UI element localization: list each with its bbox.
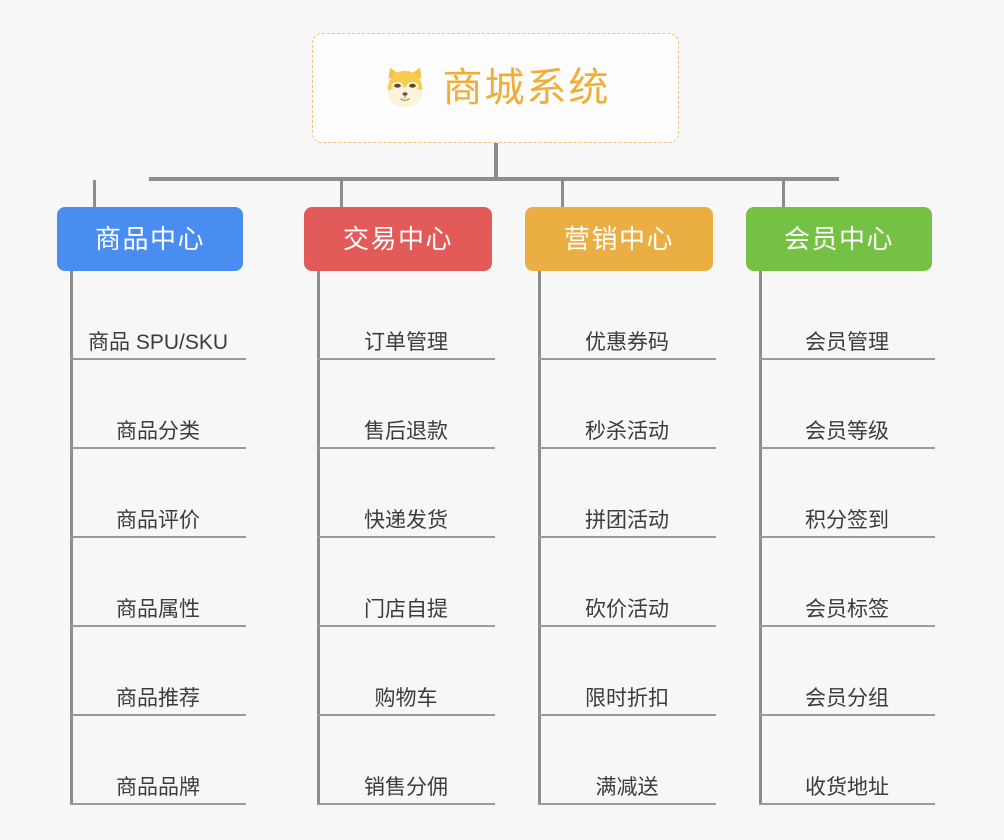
leaf-label: 满减送: [595, 775, 659, 799]
leaf-list-member-center: 会员管理会员等级积分签到会员标签会员分组收货地址: [759, 271, 935, 805]
leaf-label: 商品品牌: [116, 775, 200, 799]
connector-drop-member-center: [782, 180, 785, 207]
connector-spine-member-center: [759, 271, 762, 805]
leaf-item[interactable]: 秒杀活动: [538, 360, 716, 449]
leaf-item[interactable]: 商品推荐: [70, 627, 246, 716]
leaf-item[interactable]: 商品分类: [70, 360, 246, 449]
leaf-label: 会员标签: [805, 597, 889, 621]
connector-spine-product-center: [70, 271, 73, 805]
leaf-item[interactable]: 拼团活动: [538, 449, 716, 538]
leaf-item[interactable]: 订单管理: [317, 271, 495, 360]
category-label-marketing-center: 营销中心: [563, 224, 674, 254]
leaf-label: 订单管理: [364, 330, 448, 354]
leaf-item[interactable]: 优惠券码: [538, 271, 716, 360]
leaf-item[interactable]: 积分签到: [759, 449, 935, 538]
leaf-label: 会员管理: [805, 330, 889, 354]
leaf-label: 限时折扣: [585, 686, 669, 710]
leaf-list-trade-center: 订单管理售后退款快递发货门店自提购物车销售分佣: [317, 271, 495, 805]
category-label-product-center: 商品中心: [94, 224, 205, 254]
connector-root-stem: [494, 143, 498, 180]
leaf-label: 秒杀活动: [585, 419, 669, 443]
leaf-item[interactable]: 销售分佣: [317, 716, 495, 805]
leaf-list-product-center: 商品 SPU/SKU 商品分类商品评价商品属性商品推荐商品品牌: [70, 271, 246, 805]
leaf-item[interactable]: 会员标签: [759, 538, 935, 627]
shiba-dog-icon: [381, 64, 429, 112]
leaf-item[interactable]: 商品评价: [70, 449, 246, 538]
category-box-trade-center[interactable]: 交易中心: [304, 207, 492, 271]
category-label-member-center: 会员中心: [783, 224, 894, 254]
leaf-item[interactable]: 满减送: [538, 716, 716, 805]
leaf-item[interactable]: 商品属性: [70, 538, 246, 627]
leaf-label: 会员等级: [805, 419, 889, 443]
leaf-label: 收货地址: [805, 775, 889, 799]
leaf-label: 门店自提: [364, 597, 448, 621]
category-label-trade-center: 交易中心: [342, 224, 453, 254]
leaf-item[interactable]: 快递发货: [317, 449, 495, 538]
leaf-label: 拼团活动: [585, 508, 669, 532]
connector-drop-product-center: [93, 180, 96, 207]
leaf-item[interactable]: 门店自提: [317, 538, 495, 627]
root-title: 商城系统: [442, 66, 611, 110]
connector-drop-marketing-center: [561, 180, 564, 207]
leaf-label: 商品分类: [116, 419, 200, 443]
leaf-label: 售后退款: [364, 419, 448, 443]
leaf-label: 商品 SPU/SKU: [87, 330, 229, 354]
leaf-label: 快递发货: [364, 508, 448, 532]
leaf-item[interactable]: 收货地址: [759, 716, 935, 805]
category-box-member-center[interactable]: 会员中心: [746, 207, 932, 271]
connector-spine-trade-center: [317, 271, 320, 805]
leaf-label: 购物车: [374, 686, 438, 710]
leaf-label: 销售分佣: [364, 775, 448, 799]
leaf-item[interactable]: 商品 SPU/SKU: [70, 271, 246, 360]
leaf-item[interactable]: 会员管理: [759, 271, 935, 360]
leaf-label: 积分签到: [805, 508, 889, 532]
connector-horizontal-bus: [149, 177, 839, 181]
connector-drop-trade-center: [340, 180, 343, 207]
leaf-item[interactable]: 会员分组: [759, 627, 935, 716]
leaf-item[interactable]: 砍价活动: [538, 538, 716, 627]
leaf-item[interactable]: 商品品牌: [70, 716, 246, 805]
leaf-item[interactable]: 售后退款: [317, 360, 495, 449]
leaf-label: 商品推荐: [116, 686, 200, 710]
category-box-product-center[interactable]: 商品中心: [57, 207, 243, 271]
leaf-list-marketing-center: 优惠券码秒杀活动拼团活动砍价活动限时折扣满减送: [538, 271, 716, 805]
leaf-item[interactable]: 限时折扣: [538, 627, 716, 716]
root-node-mall-system[interactable]: 商城系统: [312, 33, 679, 143]
leaf-label: 商品属性: [116, 597, 200, 621]
leaf-item[interactable]: 购物车: [317, 627, 495, 716]
leaf-label: 优惠券码: [585, 330, 669, 354]
leaf-label: 商品评价: [116, 508, 200, 532]
leaf-item[interactable]: 会员等级: [759, 360, 935, 449]
leaf-label: 会员分组: [805, 686, 889, 710]
connector-spine-marketing-center: [538, 271, 541, 805]
leaf-label: 砍价活动: [585, 597, 669, 621]
category-box-marketing-center[interactable]: 营销中心: [525, 207, 713, 271]
